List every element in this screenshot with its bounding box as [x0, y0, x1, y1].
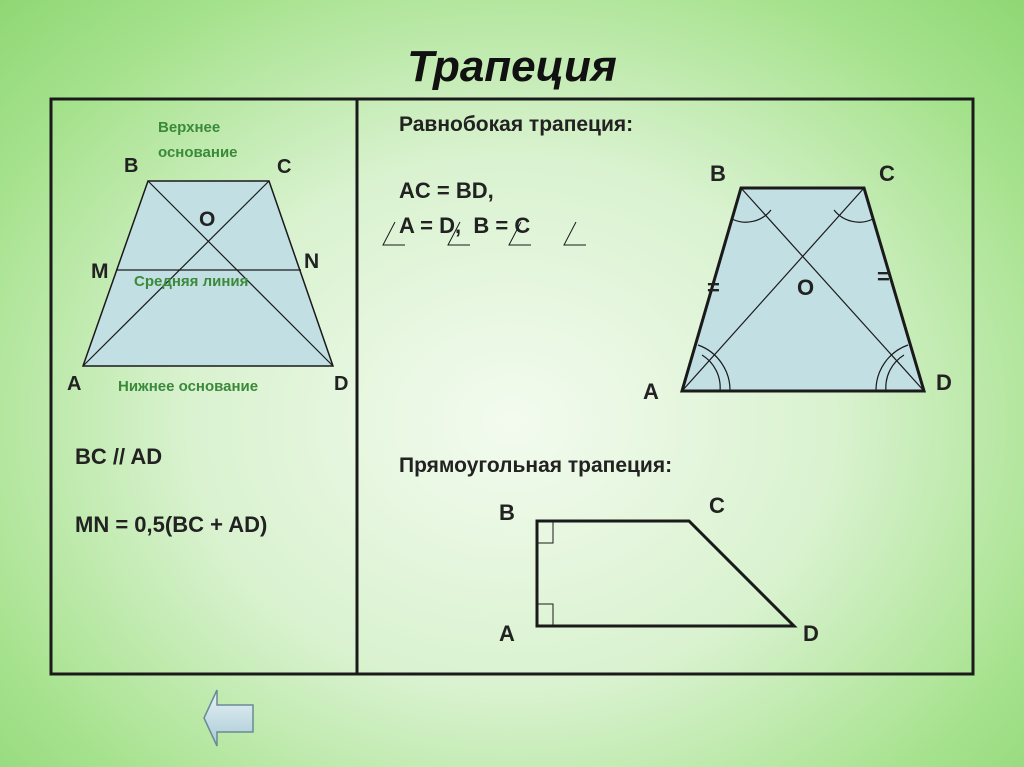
- bottom-base-label: Нижнее основание: [118, 378, 258, 395]
- angle-icon: [508, 221, 531, 246]
- iso-diagonal-ac: [681, 187, 865, 392]
- vertex-d: D: [334, 373, 348, 395]
- midline-label: Средняя линия: [134, 273, 248, 290]
- iso-vertex-b: B: [710, 161, 726, 186]
- iso-vertex-o: O: [797, 275, 814, 300]
- iso-vertex-d: D: [936, 370, 952, 395]
- rt-vertex-b: B: [499, 500, 515, 525]
- angle-symbols: [382, 221, 586, 246]
- angle-icon: [447, 221, 470, 246]
- equal-side-mark-right: =: [877, 264, 890, 289]
- angle-arc-a-outer: [697, 344, 731, 392]
- iso-title: Равнобокая трапеция:: [399, 113, 633, 136]
- angle-icon: [382, 221, 405, 246]
- iso-vertex-c: C: [879, 161, 895, 186]
- diagonal-bd: [147, 180, 334, 367]
- general-trapezoid: [81, 180, 335, 367]
- back-arrow-icon[interactable]: [203, 689, 254, 747]
- right-trapezoid-title: Прямоугольная трапеция:: [399, 454, 672, 477]
- vertex-n: N: [304, 250, 319, 273]
- right-angle-icon-a: [537, 603, 554, 626]
- rt-vertex-a: A: [499, 621, 515, 646]
- vertex-c: C: [277, 156, 291, 178]
- angle-arc-d-outer: [875, 344, 909, 392]
- back-arrow-shape[interactable]: [203, 689, 254, 747]
- angle-arc-a-inner: [701, 354, 721, 392]
- angle-arc-c: [833, 209, 874, 223]
- angle-icon: [563, 221, 586, 246]
- rt-vertex-d: D: [803, 621, 819, 646]
- formula-parallel: BC // AD: [75, 444, 162, 469]
- iso-eq-angles: A = D, B = C: [399, 213, 530, 238]
- angle-arcs: [697, 209, 909, 392]
- rt-vertex-c: C: [709, 493, 725, 518]
- formula-midline: MN = 0,5(BC + AD): [75, 512, 267, 537]
- iso-vertex-a: A: [643, 379, 659, 404]
- vertex-a: A: [67, 373, 81, 395]
- right-angle-icon-b: [537, 521, 554, 544]
- equal-side-mark-left: =: [707, 275, 720, 300]
- isosceles-trapezoid: [680, 186, 927, 393]
- outer-frame: [49, 97, 975, 676]
- iso-diagonal-bd: [740, 187, 925, 392]
- top-base-label-line2: основание: [158, 144, 238, 161]
- vertex-m: M: [91, 260, 109, 283]
- page-title: Трапеция: [407, 42, 617, 91]
- angle-arc-d-inner: [885, 354, 905, 392]
- vertex-o: O: [199, 208, 215, 231]
- angle-arc-b: [731, 209, 772, 223]
- top-base-label-line1: Верхнее: [158, 119, 220, 136]
- iso-eq-diagonals: AC = BD,: [399, 178, 494, 203]
- vertex-b: B: [124, 155, 138, 177]
- right-trapezoid: [535, 519, 798, 628]
- right-trapezoid-shape: [535, 519, 798, 628]
- diagonal-ac: [82, 180, 270, 367]
